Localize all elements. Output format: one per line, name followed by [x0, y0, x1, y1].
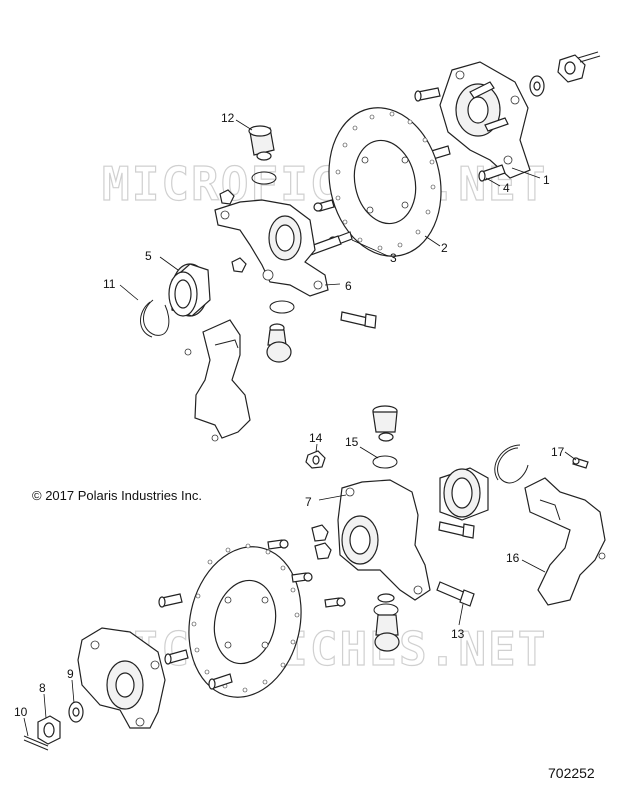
part-hub-top [439, 61, 531, 179]
part-ball-joint-lower-bottom [373, 593, 400, 652]
part-ball-joint-top [248, 125, 275, 161]
part-nut-top [219, 189, 247, 273]
part-knuckle-top [214, 199, 329, 297]
part-snap-ring-mid [269, 300, 295, 314]
part-bearing-top [168, 263, 211, 317]
copyright-notice: © 2017 Polaris Industries Inc. [32, 488, 202, 503]
callout-5: 5 [145, 249, 152, 263]
part-snap-ring-bottom [372, 455, 398, 469]
callout-6: 6 [345, 279, 352, 293]
part-washer-top [529, 75, 545, 97]
part-caliper-bracket-bottom [524, 477, 606, 606]
part-wheel-stud-bottom [158, 593, 233, 690]
part-knuckle-bottom [337, 479, 431, 601]
callout-17: 17 [551, 445, 565, 459]
part-hub-bottom [77, 627, 166, 729]
part-washer-9 [68, 701, 84, 723]
callout-8: 8 [39, 681, 46, 695]
part-retaining-ring-bottom [494, 444, 529, 484]
part-bolt-bottom-knuckle [438, 521, 475, 539]
part-nut-bottom [305, 450, 326, 469]
part-caliper-bolt-top [340, 311, 377, 329]
callout-1: 1 [543, 173, 550, 187]
part-ball-joint-upper-bottom [372, 405, 398, 442]
part-caliper-bracket-top [184, 319, 251, 442]
callout-7: 7 [305, 495, 312, 509]
callout-16: 16 [506, 551, 520, 565]
part-snap-ring-top [251, 171, 277, 185]
leader-lines [23, 119, 577, 737]
part-ball-joint-lower-top [266, 323, 292, 363]
callout-14: 14 [309, 431, 323, 445]
part-brake-disc-bottom [188, 543, 302, 698]
part-bolt-13 [436, 581, 475, 607]
part-nut-knuckle-bottom [311, 524, 332, 560]
callout-2: 2 [441, 241, 448, 255]
watermark-bottom: MICROFICHES.NET [102, 622, 547, 676]
drawing-number: 702252 [548, 765, 595, 781]
part-bolt-17 [572, 457, 589, 469]
callout-11: 11 [103, 277, 116, 291]
callout-13: 13 [451, 627, 465, 641]
part-disc-bolt-bottom [267, 539, 346, 608]
part-bearing-bottom [439, 467, 489, 521]
part-nut-8 [37, 715, 61, 745]
callout-15: 15 [345, 435, 359, 449]
callout-10: 10 [14, 705, 28, 719]
part-brake-disc-top [328, 107, 442, 257]
callout-4: 4 [503, 181, 510, 195]
callout-3: 3 [390, 251, 397, 265]
part-retaining-ring-top [140, 299, 170, 338]
part-hub-nut-top [557, 51, 601, 83]
part-cotter-pin-10 [23, 735, 49, 751]
callout-12: 12 [221, 111, 235, 125]
callout-9: 9 [67, 667, 74, 681]
